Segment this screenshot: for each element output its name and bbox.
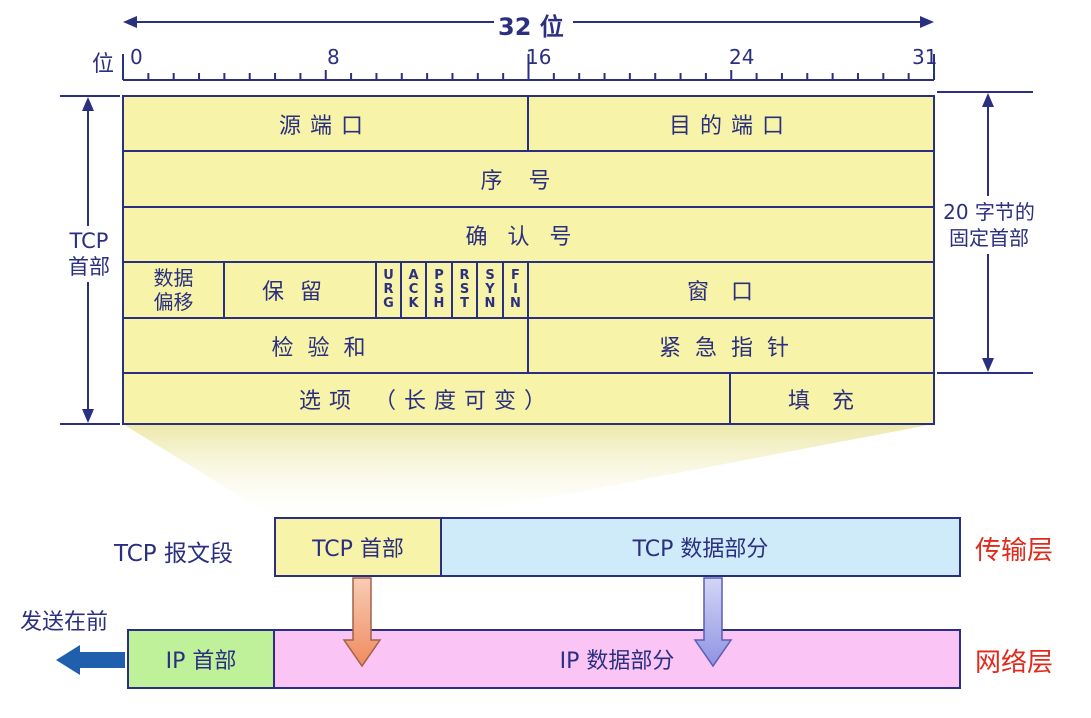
ip-data-segment: IP 数据部分	[559, 649, 675, 674]
tcp-header-segment: TCP 首部	[312, 537, 404, 562]
bit-label: 位	[92, 52, 115, 77]
fixed-header-label: 20 字节的 固定首部	[936, 199, 1042, 251]
fixed-header-label-line1: 20 字节的	[943, 200, 1035, 224]
flag-letter: F	[511, 268, 520, 283]
padding-field: 填充	[787, 388, 876, 414]
transport-layer-label: 传输层	[975, 536, 1054, 566]
tcp-segment-label: TCP 报文段	[114, 541, 233, 567]
sequence-number-field: 序号	[480, 169, 577, 194]
flag-letter: S	[459, 282, 470, 297]
down-arrow-header	[342, 577, 382, 668]
send-first-label: 发送在前	[20, 610, 109, 635]
tcp-header-brace	[60, 95, 120, 425]
flag-letter: P	[434, 268, 444, 283]
tcp-header-label-line2: 首部	[68, 255, 110, 279]
flag-letter: S	[485, 268, 495, 283]
bit-ruler	[122, 54, 935, 81]
header-table-grid	[122, 95, 935, 425]
options-field: 选项 （长度可变）	[299, 388, 554, 414]
expansion-fan	[123, 424, 934, 518]
flag-letter: H	[433, 296, 445, 311]
flag-letter: R	[459, 268, 470, 283]
tick-16: 16	[526, 45, 552, 69]
fixed-header-label-line2: 固定首部	[949, 226, 1029, 250]
tick-31: 31	[912, 45, 938, 69]
ip-datagram-bar	[127, 629, 961, 689]
checksum-field: 检验和	[271, 335, 380, 361]
flag-letter: Y	[485, 282, 495, 297]
flag-letter: N	[510, 296, 521, 311]
flag-letter: I	[513, 282, 518, 297]
width-label: 32 位	[498, 13, 564, 41]
flag-letter: S	[434, 282, 444, 297]
tcp-segment-bar	[274, 517, 961, 577]
flag-letter: U	[383, 268, 394, 283]
reserved-field: 保留	[261, 280, 338, 305]
flag-letter: C	[408, 282, 419, 297]
destination-port-field: 目的端口	[668, 113, 793, 139]
data-offset-field: 数据 偏移	[123, 262, 224, 318]
data-offset-line1: 数据	[153, 266, 194, 290]
tick-24: 24	[729, 45, 755, 69]
window-field: 窗口	[686, 280, 775, 305]
data-offset-line2: 偏移	[153, 290, 194, 314]
flag-letter: K	[408, 296, 419, 311]
flag-letter: A	[408, 268, 419, 283]
flag-letter: G	[383, 296, 394, 311]
ack-number-field: 确认号	[465, 224, 592, 250]
tick-8: 8	[327, 45, 340, 69]
flag-letter: T	[460, 296, 469, 311]
tcp-header-label-line1: TCP	[69, 229, 109, 253]
flag-letter: N	[484, 296, 496, 311]
tick-0: 0	[130, 45, 143, 69]
tcp-data-segment: TCP 数据部分	[632, 537, 769, 562]
width-arrow	[123, 16, 934, 28]
send-first-arrow-icon	[56, 645, 125, 675]
tcp-header-label: TCP 首部	[64, 228, 114, 280]
network-layer-label: 网络层	[975, 648, 1054, 678]
flag-letter: R	[383, 282, 394, 297]
ip-header-segment: IP 首部	[165, 649, 237, 674]
urgent-pointer-field: 紧急指针	[658, 335, 803, 361]
fixed-header-brace	[937, 91, 1033, 374]
down-arrow-data	[693, 577, 733, 668]
source-port-field: 源端口	[278, 113, 372, 139]
